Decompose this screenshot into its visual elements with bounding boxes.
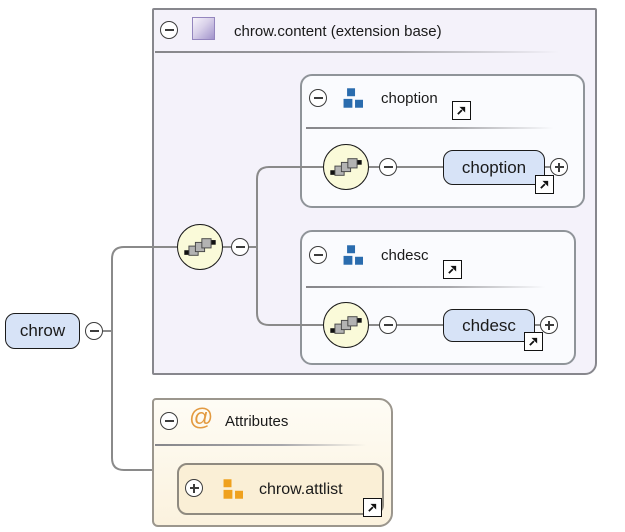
sequence-compositor-icon[interactable] [177,224,223,270]
header-divider [306,127,575,129]
jump-to-definition-icon[interactable] [363,498,382,517]
expand-toggle[interactable] [540,316,558,334]
collapse-toggle[interactable] [160,21,178,39]
jump-to-definition-icon[interactable] [524,332,543,351]
jump-to-definition-icon[interactable] [452,101,471,120]
collapse-toggle[interactable] [379,158,397,176]
collapse-toggle[interactable] [379,316,397,334]
model-group-icon [340,87,363,109]
jump-to-definition-icon[interactable] [535,175,554,194]
element-chrow[interactable]: chrow [5,313,80,349]
attlist-box[interactable]: chrow.attlist [177,463,384,517]
sequence-compositor-icon[interactable] [323,144,369,190]
element-label: choption [461,157,527,177]
jump-to-definition-icon[interactable] [443,260,462,279]
collapse-toggle[interactable] [85,322,103,340]
element-label: chrow [19,321,66,340]
element-choption[interactable]: choption [443,150,545,185]
element-label: chdesc [462,315,516,335]
content-title: chrow.content (extension base) [234,23,442,40]
element-chdesc[interactable]: chdesc [443,309,535,342]
header-divider [155,51,594,53]
collapse-toggle[interactable] [231,238,249,256]
sequence-compositor-icon[interactable] [323,302,369,348]
attribute-group-icon [220,478,243,500]
expand-toggle[interactable] [550,158,568,176]
group-title: choption [381,90,438,107]
complex-type-icon [192,17,215,40]
expand-toggle[interactable] [185,479,203,497]
collapse-toggle[interactable] [309,89,327,107]
attlist-label: chrow.attlist [259,481,343,498]
